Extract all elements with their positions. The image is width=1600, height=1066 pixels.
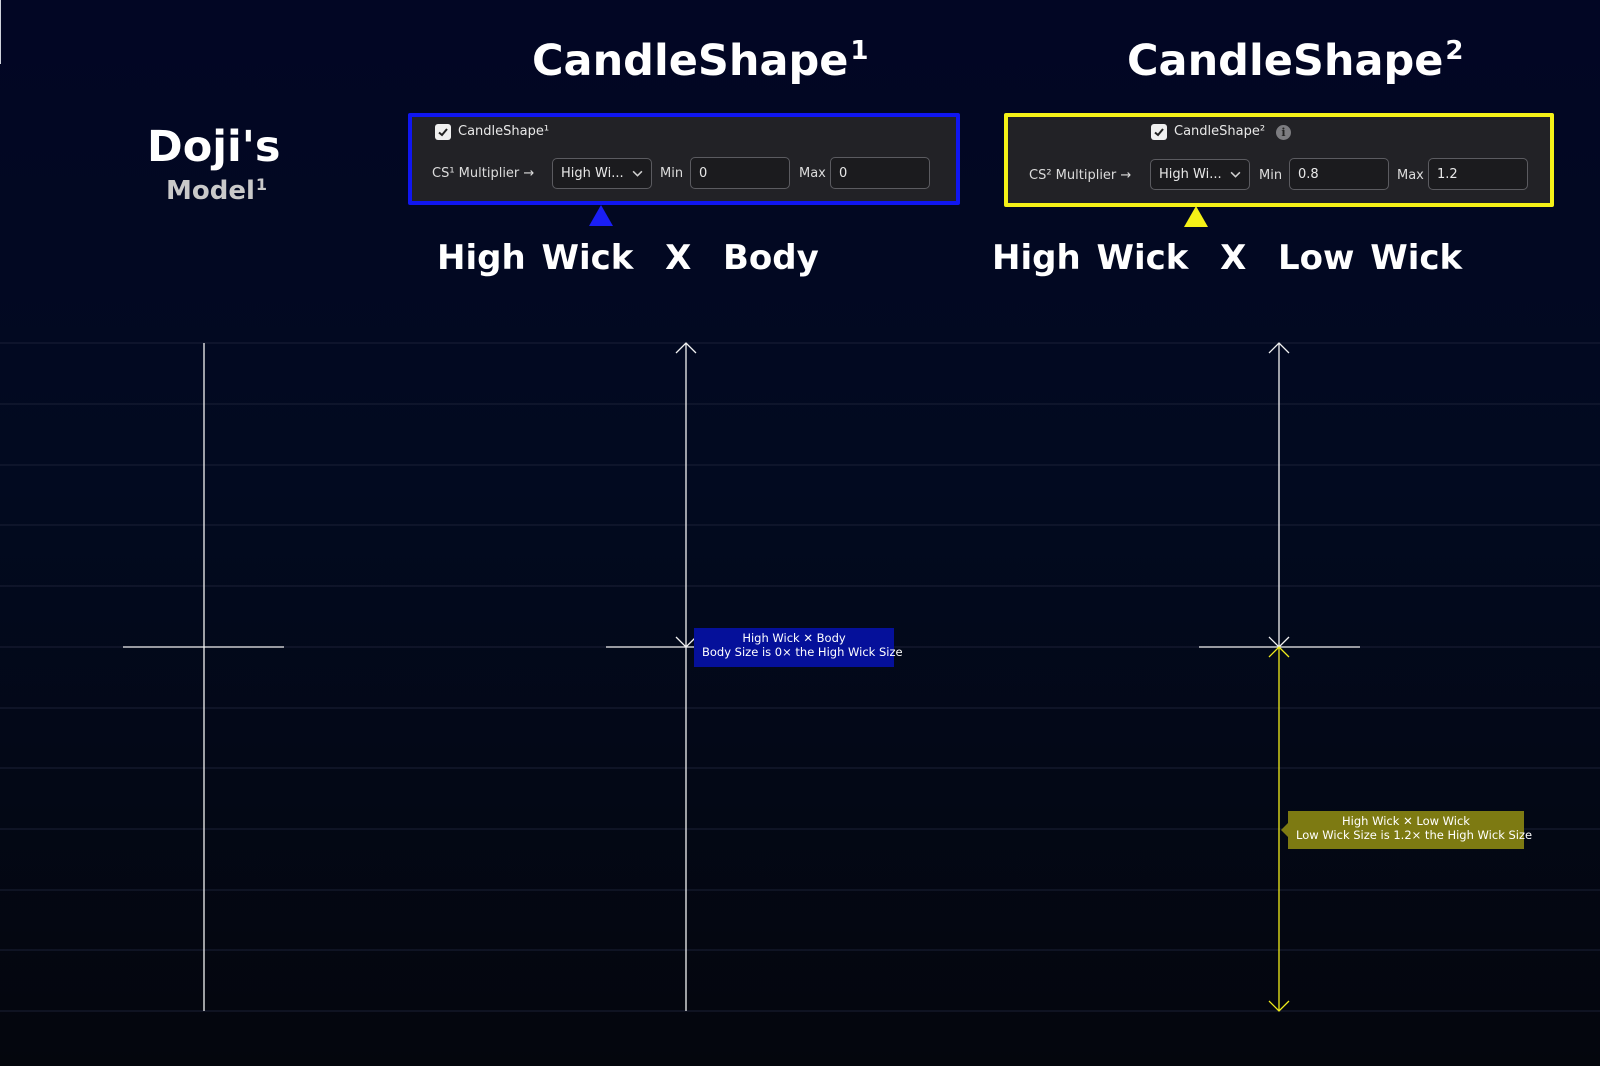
cs2-arrow-mid-up xyxy=(1268,646,1290,658)
cs1-annotation-label: High Wick ✕ Body Body Size is 0× the Hig… xyxy=(694,628,903,667)
cs2-settings-panel: CandleShape² i CS² Multiplier → High Wi.… xyxy=(1004,113,1554,207)
chevron-down-icon xyxy=(632,170,643,177)
cs2-candle xyxy=(1199,342,1360,1012)
cs2-annotation-line1: High Wick ✕ Low Wick xyxy=(1342,814,1470,828)
cs1-settings-panel: CandleShape¹ CS¹ Multiplier → High Wi...… xyxy=(408,113,960,205)
info-icon[interactable]: i xyxy=(1276,125,1291,140)
cs2-multiplier-select[interactable]: High Wi... xyxy=(1150,159,1250,190)
cs2-select-value: High Wi... xyxy=(1159,167,1222,182)
cs2-checkbox-label: CandleShape² xyxy=(1174,124,1266,139)
cs1-min-value: 0 xyxy=(699,165,708,181)
cs2-max-input[interactable]: 1.2 xyxy=(1428,158,1528,190)
cs1-annotation-line2: Body Size is 0× the High Wick Size xyxy=(702,645,903,659)
cs1-min-input[interactable]: 0 xyxy=(690,157,790,189)
cs2-heading: CandleShape2 xyxy=(1127,36,1464,86)
cs1-arrow-up xyxy=(675,342,697,354)
cs2-subtitle: High Wick X Low Wick xyxy=(992,238,1463,278)
cs1-annotation-line1: High Wick ✕ Body xyxy=(742,631,846,645)
cs1-checkbox-label: CandleShape¹ xyxy=(458,124,550,139)
cs1-multiplier-select[interactable]: High Wi... xyxy=(552,158,652,189)
cs1-min-label: Min xyxy=(660,166,684,181)
cs2-max-label: Max xyxy=(1397,168,1424,183)
check-icon xyxy=(438,128,448,137)
cs2-min-value: 0.8 xyxy=(1298,166,1319,182)
cs2-arrow-up xyxy=(1268,342,1290,354)
cs1-heading: CandleShape1 xyxy=(532,36,869,86)
cs1-arrow-down xyxy=(675,636,697,648)
cs2-annotation-line2: Low Wick Size is 1.2× the High Wick Size xyxy=(1296,828,1533,842)
cs1-select-value: High Wi... xyxy=(561,166,624,181)
cs1-max-label: Max xyxy=(799,166,826,181)
cs1-subtitle: High Wick X Body xyxy=(437,238,819,278)
cs2-pointer-triangle xyxy=(1184,206,1208,227)
doji-candle xyxy=(123,343,284,1011)
chevron-down-icon xyxy=(1230,171,1241,178)
cs1-candle xyxy=(606,342,766,1011)
check-icon xyxy=(1154,128,1164,137)
cs2-checkbox[interactable] xyxy=(1151,124,1167,140)
cs1-max-input[interactable]: 0 xyxy=(830,157,930,189)
cs1-pointer-triangle xyxy=(589,205,613,226)
cs2-multiplier-label: CS² Multiplier → xyxy=(1029,168,1132,183)
cs1-multiplier-label: CS¹ Multiplier → xyxy=(432,166,535,181)
cs2-annotation-label: High Wick ✕ Low Wick Low Wick Size is 1.… xyxy=(1281,811,1533,849)
cs2-min-input[interactable]: 0.8 xyxy=(1289,158,1389,190)
doji-title: Doji's xyxy=(147,122,281,172)
cs2-min-label: Min xyxy=(1259,168,1283,183)
cs1-checkbox[interactable] xyxy=(435,124,451,140)
model-title: Model1 xyxy=(166,175,268,206)
grid-lines xyxy=(0,342,1600,1012)
corner-mark xyxy=(0,0,1,64)
cs1-max-value: 0 xyxy=(839,165,848,181)
cs2-arrow-bottom xyxy=(1268,1000,1290,1012)
cs2-max-value: 1.2 xyxy=(1437,166,1458,182)
